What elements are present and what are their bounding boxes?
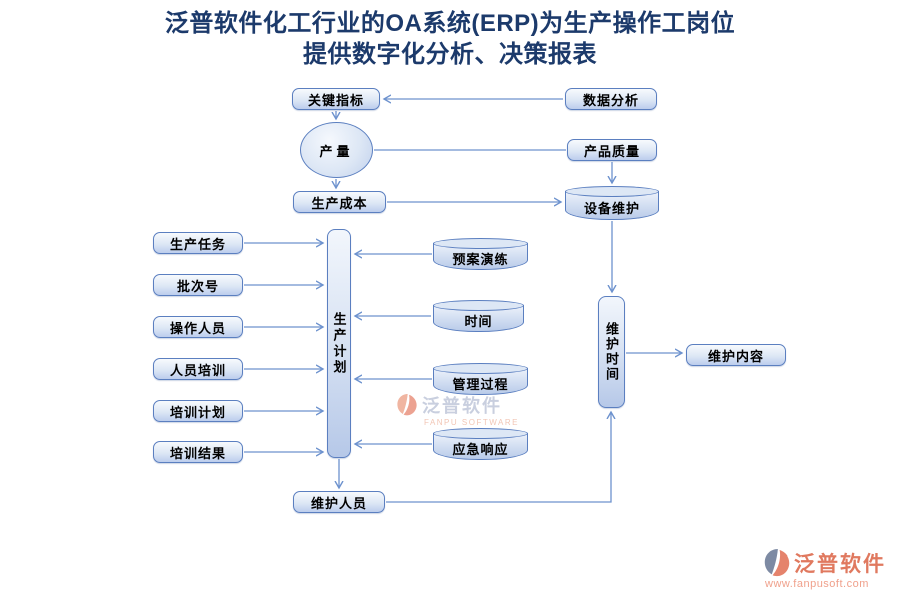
cylinder-label: 设备维护: [583, 201, 640, 216]
footer-url: www.fanpusoft.com: [765, 578, 869, 590]
node-emergency-response: 应急响应: [433, 428, 528, 460]
node-batch-number: 批次号: [153, 274, 243, 296]
fanpu-logo-icon: [764, 549, 790, 577]
node-training-result: 培训结果: [153, 441, 243, 463]
node-data-analysis: 数据分析: [565, 88, 657, 110]
fanpu-watermark-icon: [397, 394, 417, 416]
node-time: 时间: [433, 300, 524, 332]
node-management-process: 管理过程: [433, 363, 528, 395]
cylinder-label: 应急响应: [452, 442, 509, 457]
watermark-subtitle: FANPU SOFTWARE: [424, 418, 519, 427]
node-maintenance-personnel: 维护人员: [293, 491, 385, 513]
node-production-task: 生产任务: [153, 232, 243, 254]
page-title: 泛普软件化工行业的OA系统(ERP)为生产操作工岗位 提供数字化分析、决策报表: [0, 8, 900, 70]
footer-logo: 泛普软件 www.fanpusoft.com: [763, 548, 886, 590]
cylinder-top-ellipse: [433, 300, 524, 311]
cylinder-top-ellipse: [433, 238, 528, 249]
cylinder-top-ellipse: [433, 428, 528, 439]
node-product-quality: 产品质量: [567, 139, 657, 161]
page-title-line2: 提供数字化分析、决策报表: [303, 41, 597, 68]
node-key-indicators: 关键指标: [292, 88, 380, 110]
node-production-cost: 生产成本: [293, 191, 386, 213]
node-production-plan: 生产计划: [327, 229, 351, 458]
cylinder-top-ellipse: [565, 186, 659, 197]
watermark-brand: 泛普软件: [422, 396, 502, 416]
page-title-line1: 泛普软件化工行业的OA系统(ERP)为生产操作工岗位: [164, 10, 736, 37]
node-drill-rehearsal: 预案演练: [433, 238, 528, 270]
watermark: 泛普软件 FANPU SOFTWARE: [396, 392, 519, 427]
node-output: 产量: [300, 122, 373, 178]
node-personnel-training: 人员培训: [153, 358, 243, 380]
node-maintenance-content: 维护内容: [686, 344, 786, 366]
footer-brand-name: 泛普软件: [794, 553, 886, 576]
cylinder-label: 时间: [464, 314, 493, 329]
node-operators: 操作人员: [153, 316, 243, 338]
node-equipment-maintenance: 设备维护: [565, 186, 659, 220]
cylinder-label: 预案演练: [452, 252, 509, 267]
connector-maintenance-personnel-to-maintenance-time: [386, 412, 611, 503]
cylinder-top-ellipse: [433, 363, 528, 374]
node-maintenance-time: 维护时间: [598, 296, 625, 408]
node-training-plan: 培训计划: [153, 400, 243, 422]
cylinder-label: 管理过程: [452, 377, 509, 392]
